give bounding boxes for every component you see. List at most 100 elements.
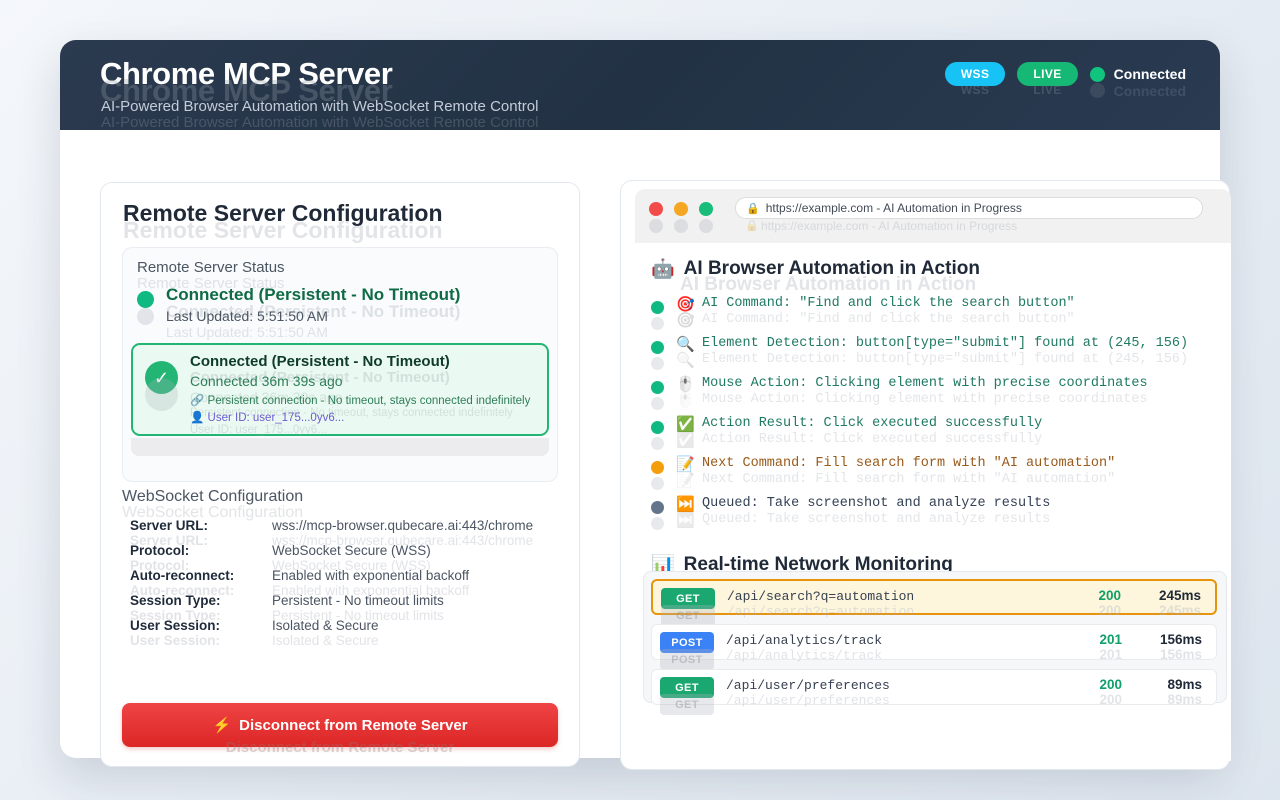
memo-icon: 📝 [676,456,695,473]
status-dot-ghost-icon [137,308,154,325]
config-value: wss://mcp-browser.qubecare.ai:443/chrome [272,518,534,533]
mouse-icon: 🖱️ [676,376,695,393]
log-entry: ⏭️ ⏭️ Queued: Take screenshot and analyz… [651,495,1221,535]
status-dot-icon [137,291,154,308]
network-row[interactable]: POST POST /api/analytics/track /api/anal… [651,624,1217,670]
status-inner-ghost-bar [131,438,549,456]
log-status-dot-ghost-icon [651,397,664,410]
log-entry-text: Next Command: Fill search form with "AI … [702,456,1116,471]
alert-headline-ghost: Connected (Persistent - No Timeout) [190,369,450,386]
log-entry-text: Element Detection: button[type="submit"]… [702,336,1189,351]
config-key: Auto-reconnect: [130,568,235,583]
config-value-ghost: Enabled with exponential backoff [272,583,470,598]
maximize-window-icon[interactable] [699,202,713,233]
fast-forward-icon: ⏭️ [676,496,695,513]
disconnect-button[interactable]: ⚡ Disconnect from Remote Server [122,703,558,747]
alert-note-text: Persistent connection - No timeout, stay… [207,395,531,407]
badge-wss[interactable]: WSS WSS [944,62,1006,97]
target-ghost-icon: 🎯 [676,312,695,329]
log-status-dot-ghost-icon [651,437,664,450]
minimize-window-icon[interactable] [674,202,688,233]
target-icon: 🎯 [676,296,695,313]
log-status-dot-icon [651,501,664,514]
log-status-dot-icon [651,301,664,314]
page-subtitle-ghost: AI-Powered Browser Automation with WebSo… [101,114,539,131]
alert-user-id-ghost: User ID: user_175...0yv6... [190,424,327,436]
connection-dot-ghost-icon [1089,83,1105,98]
bolt-icon: ⚡ [212,717,232,734]
log-status-dot-icon [651,461,664,474]
log-entry: 🔍 🔍 Element Detection: button[type="subm… [651,335,1221,375]
log-entry-text: Action Result: Click executed successful… [702,416,1043,431]
response-time: 156ms [1159,632,1202,647]
panel-title-ghost: Remote Server Configuration [123,217,443,243]
lock-ghost-icon: 🔒 [745,220,759,232]
websocket-section-label-ghost: WebSocket Configuration [122,504,304,521]
status-section-label-ghost: Remote Server Status [137,275,285,292]
content-area: Remote Server Configuration Remote Serve… [60,130,1231,770]
config-key-ghost: Auto-reconnect: [130,583,235,598]
status-last-updated-ghost: Last Updated: 5:51:50 AM [166,324,328,340]
badge-live-ghost: LIVE [1033,83,1062,97]
robot-icon: 🤖 [651,259,675,280]
config-row: Session Type: Session Type: Persistent -… [130,593,558,623]
connection-label: Connected [1113,66,1186,82]
alert-note-ghost: Persistent connection - No timeout, stay… [190,407,513,419]
badge-live[interactable]: LIVE LIVE [1017,62,1078,97]
lock-icon: 🔒 [746,202,760,215]
status-code: 201 [1099,632,1122,647]
websocket-config-list: Server URL: Server URL: wss://mcp-browse… [130,518,558,648]
config-value: WebSocket Secure (WSS) [272,543,431,558]
alert-user-id[interactable]: 👤 User ID: user_175...0yv6... [190,410,344,424]
method-badge-ghost: GET [661,605,715,626]
app-header: Chrome MCP Server Chrome MCP Server AI-P… [60,40,1220,131]
log-entry-text-ghost: Queued: Take screenshot and analyze resu… [702,512,1051,527]
app-window: Chrome MCP Server Chrome MCP Server AI-P… [60,40,1231,770]
alert-elapsed-ghost: Connected 36m 39s ago [190,389,343,405]
config-key-ghost: Protocol: [130,558,190,573]
log-status-dot-icon [651,421,664,434]
method-badge: GET [661,588,715,609]
log-entry-text-ghost: Next Command: Fill search form with "AI … [702,472,1116,487]
log-status-dot-icon [651,341,664,354]
config-key-ghost: User Session: [130,633,221,648]
log-entry-text-ghost: Mouse Action: Clicking element with prec… [702,392,1148,407]
browser-chrome: 🔒 https://example.com - AI Automation in… [635,189,1231,243]
network-row[interactable]: GET GET /api/user/preferences /api/user/… [651,669,1217,715]
log-entry: 📝 📝 Next Command: Fill search form with … [651,455,1221,495]
response-time: 89ms [1167,677,1202,692]
response-time-ghost: 89ms [1167,692,1202,707]
request-path-ghost: /api/search?q=automation [727,604,915,619]
check-box-icon: ✅ [676,416,695,433]
log-status-dot-ghost-icon [651,517,664,530]
config-value: Persistent - No timeout limits [272,593,444,608]
page-subtitle: AI-Powered Browser Automation with WebSo… [101,98,539,115]
method-badge: GET [660,677,714,698]
alert-elapsed: Connected 36m 39s ago [190,373,343,389]
check-ghost-icon [145,378,178,411]
config-key: User Session: [130,618,221,633]
network-row[interactable]: GET GET /api/search?q=automation /api/se… [651,579,1217,626]
request-path: /api/search?q=automation [727,589,915,604]
memo-ghost-icon: 📝 [676,472,695,489]
websocket-section-label: WebSocket Configuration [122,488,304,505]
page-title: Chrome MCP Server [100,56,393,91]
url-bar[interactable]: 🔒 https://example.com - AI Automation in… [735,197,1203,219]
method-badge-ghost: GET [660,694,714,715]
check-box-ghost-icon: ✅ [676,432,695,449]
log-status-dot-icon [651,381,664,394]
close-window-icon[interactable] [649,202,663,233]
link-icon: 🔗 [190,395,205,407]
log-entry-text-ghost: Action Result: Click executed successful… [702,432,1043,447]
config-value-ghost: WebSocket Secure (WSS) [272,558,431,573]
alert-headline: Connected (Persistent - No Timeout) [190,353,450,370]
config-row: User Session: User Session: Isolated & S… [130,618,558,648]
log-entry: 🎯 🎯 AI Command: "Find and click the sear… [651,295,1221,335]
log-status-dot-ghost-icon [651,357,664,370]
config-key-ghost: Session Type: [130,608,221,623]
automation-section-title-ghost: AI Browser Automation in Action [680,274,977,295]
remote-server-status-box: Remote Server Status Remote Server Statu… [122,247,558,482]
check-icon: ✓ [145,361,178,394]
config-row: Auto-reconnect: Auto-reconnect: Enabled … [130,568,558,598]
status-code-ghost: 201 [1099,647,1122,662]
